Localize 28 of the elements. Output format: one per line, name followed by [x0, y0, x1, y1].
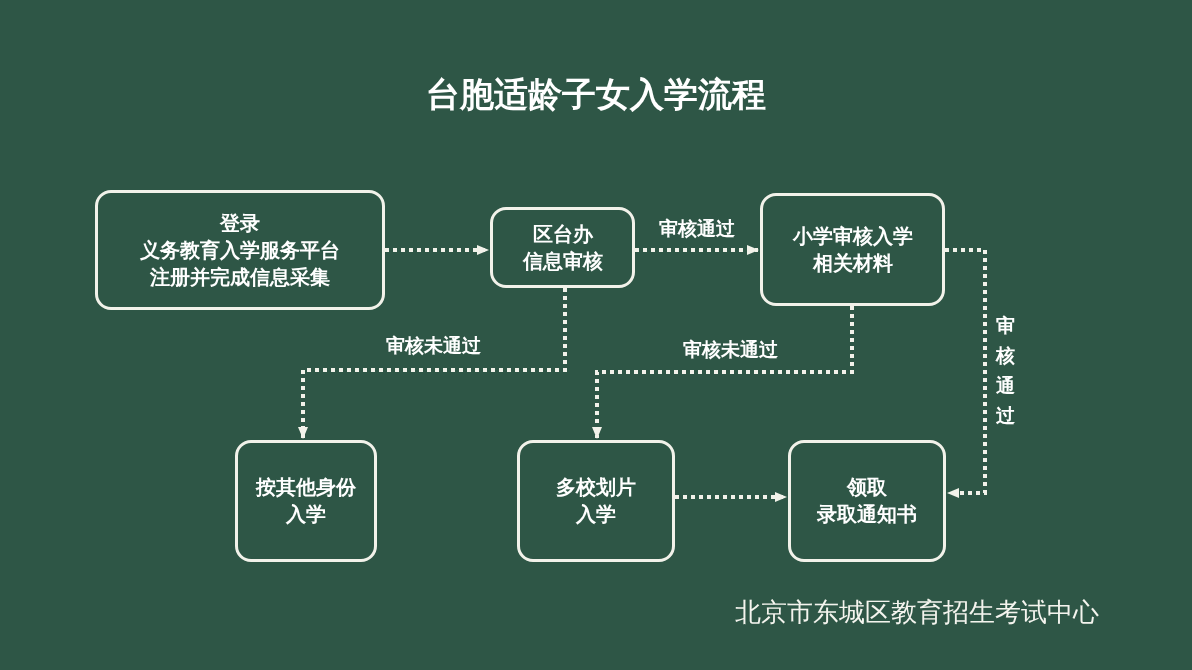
- footer-text: 北京市东城区教育招生考试中心: [735, 596, 1099, 629]
- process-box: [517, 440, 675, 562]
- arrow: [592, 306, 854, 439]
- edge-label: 审核通过: [656, 216, 738, 240]
- process-box: [95, 190, 385, 310]
- process-box: [235, 440, 377, 562]
- box-text: 领取: [847, 474, 887, 501]
- process-box: [788, 440, 946, 562]
- process-box: [490, 207, 635, 288]
- process-box: [760, 193, 945, 306]
- box-text: 注册并完成信息采集: [150, 263, 330, 291]
- box-text: 义务教育入学服务平台: [140, 236, 340, 264]
- box-text: 录取通知书: [817, 501, 917, 528]
- arrow: [635, 245, 759, 255]
- box-text: 登录: [220, 209, 260, 237]
- arrow: [945, 248, 987, 498]
- box-text: 信息审核: [522, 247, 603, 275]
- arrow: [298, 288, 567, 439]
- box-text: 入学: [286, 501, 326, 528]
- box-text: 多校划片: [556, 474, 636, 501]
- box-text: 小学审核入学: [792, 222, 913, 250]
- title: 台胞适龄子女入学流程: [426, 73, 766, 116]
- arrow: [675, 492, 787, 502]
- box-text: 相关材料: [812, 249, 893, 277]
- box-text: 入学: [576, 501, 616, 528]
- box-text: 按其他身份: [256, 474, 356, 501]
- box-text: 区台办: [532, 220, 593, 248]
- arrow: [385, 245, 489, 255]
